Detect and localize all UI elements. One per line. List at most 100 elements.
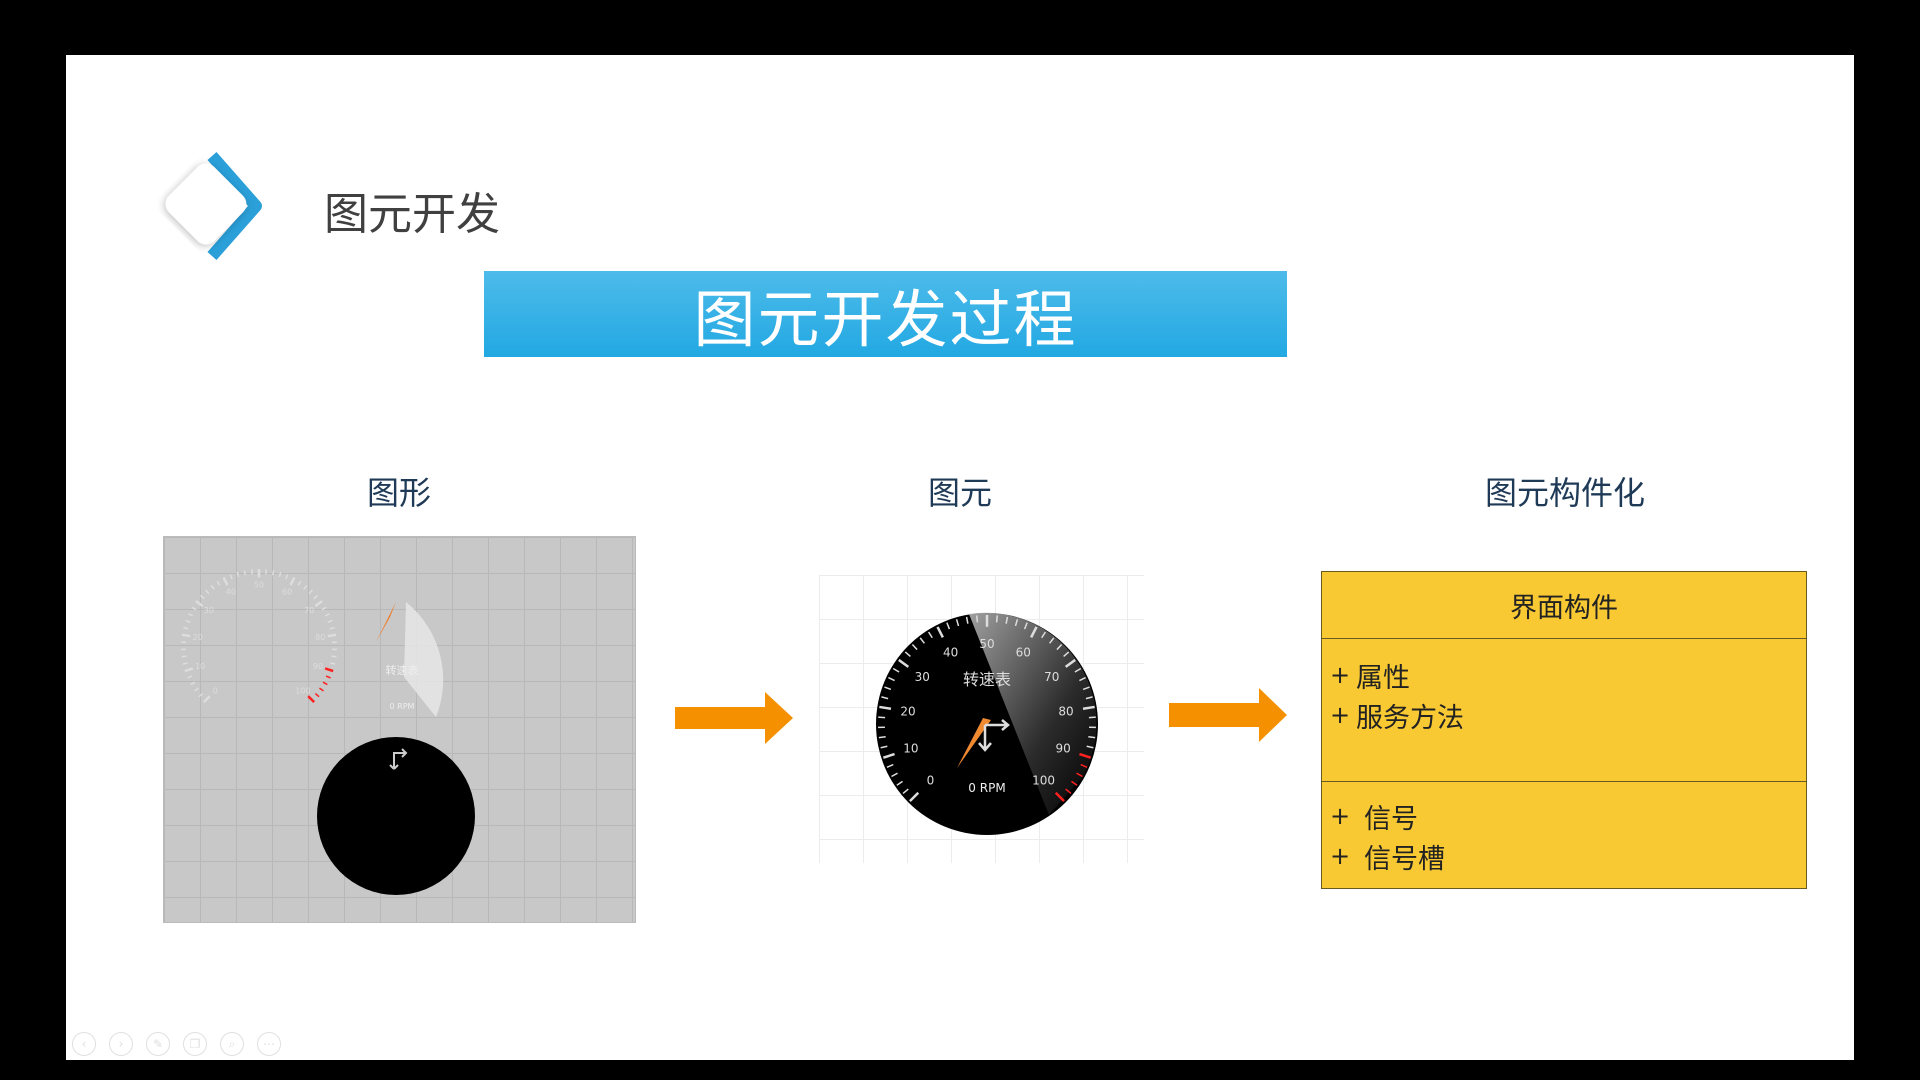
gauge-tick bbox=[888, 676, 895, 682]
gauge-tick-label: 90 bbox=[1055, 742, 1070, 756]
gauge-tick bbox=[919, 637, 925, 644]
column-label-componentization: 图元构件化 bbox=[1484, 474, 1646, 512]
slideshow-toolbar: ‹ › ✎ ❐ ⌕ ⋯ bbox=[72, 1032, 281, 1056]
gauge-tick bbox=[330, 662, 336, 665]
gauge-tick bbox=[1063, 651, 1070, 658]
signals-section: +信号 +信号槽 bbox=[1322, 782, 1806, 876]
gauge-tick bbox=[327, 633, 337, 638]
pen-icon[interactable]: ✎ bbox=[146, 1032, 170, 1056]
move-handle-icon[interactable] bbox=[978, 719, 1010, 752]
gauge-tick bbox=[303, 584, 308, 590]
gauge-tick bbox=[1056, 644, 1063, 651]
gauge-tick bbox=[892, 667, 900, 673]
gauge-tick bbox=[324, 667, 334, 673]
gauge-tick bbox=[1030, 626, 1038, 638]
gauge-tick bbox=[329, 626, 335, 630]
column-label-graphic: 图形 bbox=[366, 474, 432, 512]
gauge-tick bbox=[1064, 658, 1076, 668]
gauge-tick bbox=[202, 695, 211, 704]
gauge-tick bbox=[1065, 788, 1072, 795]
gauge-tick-label: 50 bbox=[254, 581, 264, 590]
gauge-tick-label: 40 bbox=[943, 646, 958, 660]
gauge-tick bbox=[1085, 696, 1093, 700]
gauge-tick bbox=[319, 687, 324, 692]
gauge-tick bbox=[1076, 772, 1083, 778]
gauge-tick-label: 40 bbox=[226, 587, 236, 596]
gauge-tick bbox=[995, 615, 999, 623]
gauge-tick bbox=[882, 752, 895, 759]
gauge-tick bbox=[881, 696, 889, 700]
gauge-tick bbox=[880, 745, 888, 749]
gauge-tick bbox=[210, 584, 215, 590]
gauge-tick-label: 50 bbox=[979, 637, 994, 651]
gauge-tick bbox=[965, 616, 969, 624]
gauge-tick bbox=[927, 631, 933, 639]
gauge-tick-label: 30 bbox=[915, 670, 930, 684]
gauge-tick bbox=[1071, 780, 1078, 786]
gauge-tick bbox=[182, 662, 188, 665]
gauge-tick bbox=[181, 655, 187, 658]
gauge-tick bbox=[891, 772, 898, 778]
gauge-tick bbox=[955, 619, 960, 627]
gauge-tick bbox=[289, 576, 296, 586]
next-icon[interactable]: › bbox=[109, 1032, 133, 1056]
list-item: +服务方法 bbox=[1330, 701, 1464, 734]
gauge-tick bbox=[190, 681, 196, 686]
gauge-tick bbox=[936, 626, 944, 638]
gauge-tick bbox=[199, 594, 205, 600]
parts-gauge-title: 转速表 bbox=[386, 663, 419, 677]
gauge-tick bbox=[205, 589, 210, 595]
gauge-tick-label: 20 bbox=[193, 633, 203, 642]
component-title: 界面构件 bbox=[1322, 572, 1806, 639]
list-item: +信号槽 bbox=[1330, 842, 1445, 875]
zoom-icon[interactable]: ⌕ bbox=[220, 1032, 244, 1056]
gauge-tick bbox=[331, 655, 337, 658]
more-icon[interactable]: ⋯ bbox=[257, 1032, 281, 1056]
gauge-tick-label: 70 bbox=[304, 606, 314, 615]
gauge-tick bbox=[314, 600, 323, 608]
gauge-tick bbox=[879, 705, 892, 711]
gauge-tick bbox=[325, 675, 331, 679]
gauge-tick bbox=[297, 580, 302, 586]
gauge-tick bbox=[187, 675, 193, 679]
gauge-tick bbox=[896, 780, 903, 786]
gauge-tick-label: 0 bbox=[927, 774, 935, 788]
properties-section: +属性 +服务方法 bbox=[1322, 639, 1806, 782]
gauge-readout: 0 RPM bbox=[968, 781, 1005, 795]
gauge-tick-label: 100 bbox=[295, 687, 310, 696]
gauge-tick-label: 90 bbox=[313, 662, 323, 671]
gauge-title: 转速表 bbox=[963, 670, 1011, 689]
gauge-tick bbox=[278, 571, 282, 578]
gauge-tick bbox=[185, 619, 191, 623]
gauge-tick bbox=[191, 606, 197, 611]
gauge-tick bbox=[222, 576, 229, 586]
diamond-logo-icon bbox=[165, 152, 262, 260]
gauge-tick bbox=[1054, 791, 1065, 802]
gauge-tick bbox=[229, 574, 233, 580]
gauge-tick bbox=[236, 571, 240, 578]
gauge-tick bbox=[902, 788, 909, 795]
list-item: +信号 bbox=[1330, 802, 1418, 835]
gauge-tick bbox=[946, 622, 951, 630]
gauge-tick bbox=[181, 633, 191, 638]
gauge-tick bbox=[198, 693, 204, 698]
gauge-tick bbox=[886, 763, 894, 768]
move-handle-icon bbox=[389, 748, 408, 770]
gauge-tick-label: 80 bbox=[1058, 704, 1073, 718]
gauge-tick bbox=[307, 695, 316, 704]
gauge-tick bbox=[183, 626, 189, 630]
copy-icon[interactable]: ❐ bbox=[183, 1032, 207, 1056]
gauge-tick bbox=[184, 667, 194, 673]
gauge-tick bbox=[1082, 705, 1095, 711]
gauge-tick-label: 60 bbox=[1016, 646, 1031, 660]
gauge-needle bbox=[957, 718, 991, 768]
gauge-tick-label: 10 bbox=[903, 742, 918, 756]
gauge-tick-label: 80 bbox=[315, 633, 325, 642]
gauge-tick bbox=[313, 594, 319, 600]
prev-icon[interactable]: ‹ bbox=[72, 1032, 96, 1056]
gauge-tick bbox=[909, 791, 920, 802]
gauge-tick bbox=[1049, 637, 1055, 644]
gauge-tick-label: 0 bbox=[213, 687, 218, 696]
gauge-tick bbox=[1014, 619, 1019, 627]
gauge-tick bbox=[911, 644, 918, 651]
